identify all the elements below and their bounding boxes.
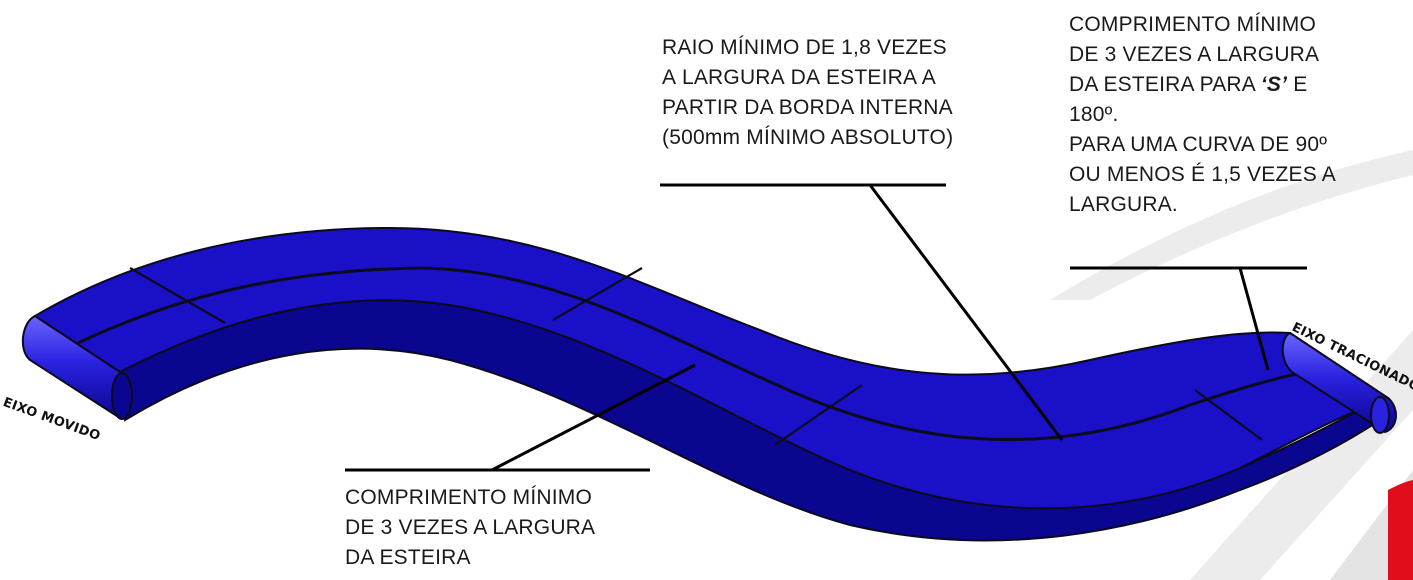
annotation-text: E (1287, 73, 1308, 96)
annotation-leaders (345, 183, 1307, 472)
belt-segment-lines (129, 267, 1263, 446)
annotation-line: COMPRIMENTO MÍNIMO (1069, 13, 1317, 36)
min-radius-annotation: RAIO MÍNIMO DE 1,8 VEZES A LARGURA DA ES… (662, 33, 954, 153)
red-accent (1388, 480, 1413, 580)
drive-roller (1281, 331, 1397, 434)
belt-center-line (77, 266, 1341, 442)
annotation-line: DA ESTEIRA PARA ‘S’ E (1069, 70, 1307, 100)
straight-length-annotation: COMPRIMENTO MÍNIMO DE 3 VEZES A LARGURA … (345, 483, 596, 573)
driven-roller (21, 314, 133, 420)
annotation-line: OU MENOS É 1,5 VEZES A (1069, 163, 1336, 186)
background-swoosh (1050, 150, 1413, 300)
annotation-text: DA ESTEIRA PARA (1069, 73, 1261, 96)
s-emphasis: ‘S’ (1260, 73, 1288, 96)
annotation-line: DE 3 VEZES A LARGURA (1069, 43, 1320, 66)
s-curve-leader (1238, 267, 1270, 371)
annotation-line: RAIO MÍNIMO DE 1,8 VEZES (662, 36, 947, 59)
annotation-line: A LARGURA DA ESTEIRA A (662, 66, 936, 89)
annotation-line: DE 3 VEZES A LARGURA (345, 516, 596, 539)
s-curve-annotation: COMPRIMENTO MÍNIMO DE 3 VEZES A LARGURA … (1069, 10, 1336, 220)
annotation-line: PARTIR DA BORDA INTERNA (662, 96, 953, 119)
annotation-line: DA ESTEIRA (345, 546, 471, 569)
annotation-line: LARGURA. (1069, 193, 1178, 216)
raio-leader (868, 184, 1064, 441)
annotation-line: (500mm MÍNIMO ABSOLUTO) (662, 126, 954, 149)
annotation-line: COMPRIMENTO MÍNIMO (345, 486, 593, 509)
annotation-line: PARA UMA CURVA DE 90º (1069, 133, 1328, 156)
straight-leader (491, 363, 696, 472)
annotation-line: 180º. (1069, 103, 1119, 126)
